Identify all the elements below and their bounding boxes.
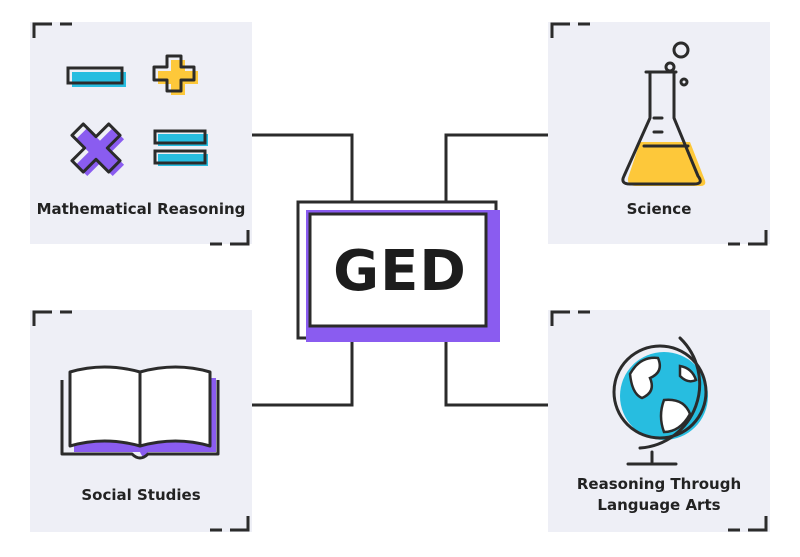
language-label-line2: Language Arts — [597, 496, 721, 514]
social-label: Social Studies — [81, 486, 201, 504]
connector-lines — [252, 133, 548, 407]
equals-icon — [153, 129, 208, 166]
center-box — [296, 200, 500, 342]
minus-icon — [66, 66, 126, 87]
math-label: Mathematical Reasoning — [36, 200, 246, 218]
multiply-icon — [70, 122, 125, 177]
language-label-line1: Reasoning Through — [576, 475, 742, 493]
open-book-icon — [60, 365, 220, 460]
card-math — [30, 22, 252, 244]
plus-icon — [152, 54, 198, 95]
language-label: Reasoning Through Language Arts — [548, 474, 770, 516]
science-label: Science — [626, 200, 692, 218]
globe-icon — [612, 336, 708, 466]
flask-icon — [621, 41, 706, 186]
corner-brackets — [32, 22, 768, 532]
center-title: GED — [333, 238, 467, 304]
